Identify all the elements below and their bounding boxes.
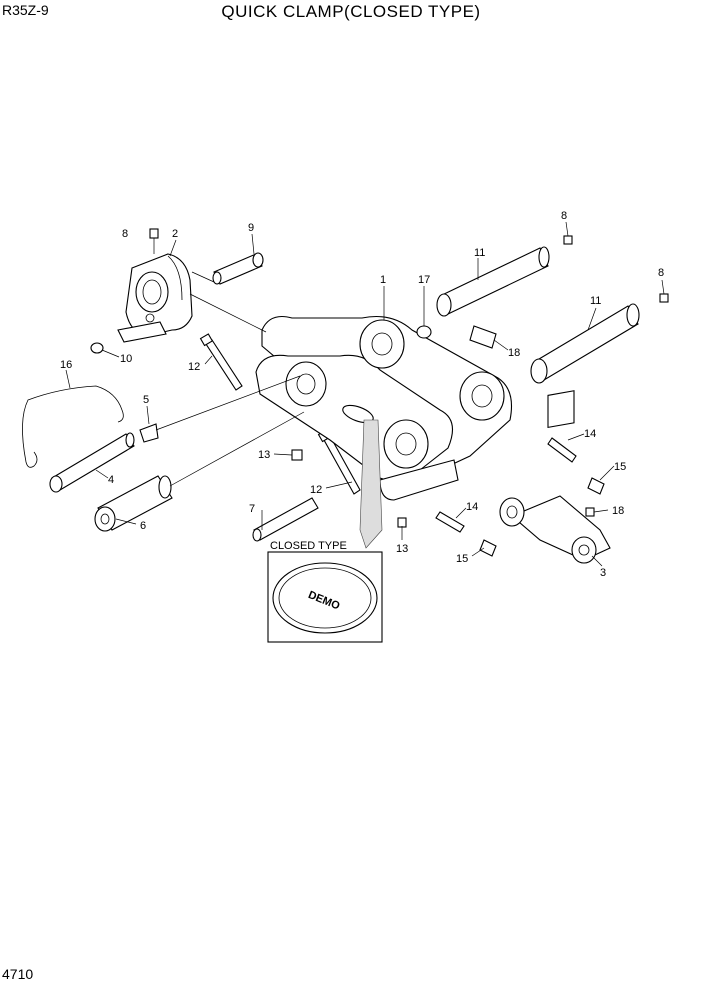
- callout-6: 6: [140, 520, 146, 532]
- callout-12: 12: [310, 484, 322, 496]
- callout-8: 8: [658, 267, 664, 279]
- callout-15: 15: [456, 553, 468, 565]
- callout-8: 8: [561, 210, 567, 222]
- inset-caption: CLOSED TYPE: [270, 540, 347, 552]
- callout-16: 16: [60, 359, 72, 371]
- callout-14: 14: [584, 428, 596, 440]
- callout-12: 12: [188, 361, 200, 373]
- callout-7: 7: [249, 503, 255, 515]
- part-8-grease-nipple-b: [563, 235, 573, 245]
- part-18-plug-b: [585, 507, 595, 517]
- callout-2: 2: [172, 228, 178, 240]
- part-18-label-a: [469, 325, 497, 349]
- closed-type-inset: DEMO: [267, 551, 383, 643]
- callout-11: 11: [590, 295, 601, 307]
- logo-callout-strip: [359, 419, 383, 549]
- part-13-bushing-a: [291, 449, 303, 461]
- callout-1: 1: [380, 274, 386, 286]
- callout-13: 13: [258, 449, 270, 461]
- part-15-elbow-b: [479, 539, 497, 557]
- page-number: 4710: [2, 966, 34, 982]
- part-3-cylinder: [499, 390, 611, 564]
- part-13-bushing-b: [397, 517, 407, 528]
- callout-5: 5: [143, 394, 149, 406]
- callout-17: 17: [418, 274, 430, 286]
- callout-9: 9: [248, 222, 254, 234]
- callout-11: 11: [474, 247, 485, 259]
- part-11-pin-a: [436, 246, 550, 317]
- part-8-grease-nipple-c: [659, 293, 669, 303]
- callout-13: 13: [396, 543, 408, 555]
- part-4-pin: [49, 432, 135, 493]
- part-2-housing: [117, 253, 193, 343]
- part-14-hose-fitting-b: [435, 511, 465, 533]
- callout-4: 4: [108, 474, 114, 486]
- part-1-frame: [255, 315, 513, 501]
- callout-15: 15: [614, 461, 626, 473]
- part-6-pin: [94, 475, 173, 532]
- part-12-bolt-a: [199, 333, 243, 391]
- model-label: R35Z-9: [2, 2, 49, 18]
- part-16-wire: [22, 385, 124, 468]
- callout-8: 8: [122, 228, 128, 240]
- part-7-pin: [252, 497, 319, 542]
- callout-14: 14: [466, 501, 478, 513]
- part-5-bolt: [139, 423, 159, 443]
- part-14-hose-fitting-a: [547, 437, 577, 463]
- page-title: QUICK CLAMP(CLOSED TYPE): [221, 2, 481, 21]
- part-11-pin-b: [530, 303, 640, 384]
- callout-18: 18: [612, 505, 624, 517]
- part-9-pin: [212, 252, 264, 285]
- callout-3: 3: [600, 567, 606, 579]
- part-15-elbow-a: [587, 477, 605, 495]
- callout-18: 18: [508, 347, 520, 359]
- part-8-grease-nipple-a: [149, 228, 159, 254]
- part-17-o-ring: [416, 325, 432, 339]
- callout-10: 10: [120, 353, 132, 365]
- part-10-o-ring: [90, 342, 104, 354]
